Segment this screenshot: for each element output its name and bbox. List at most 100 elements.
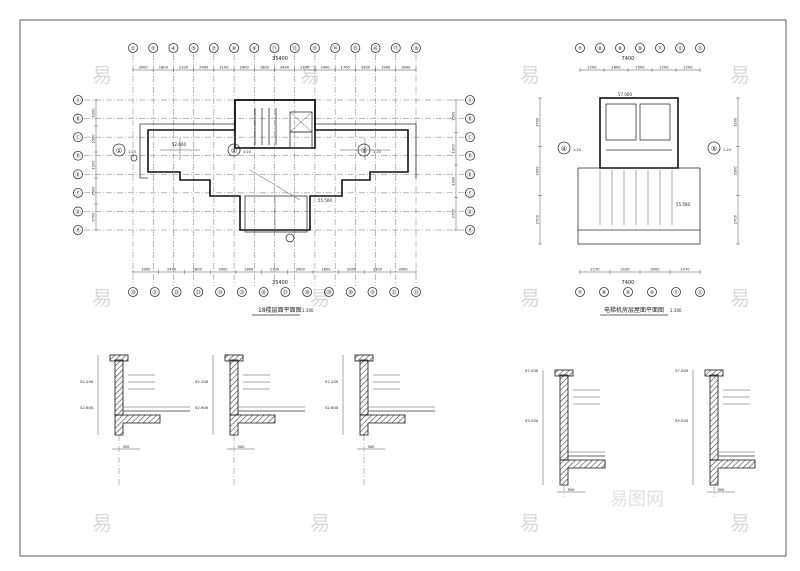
roof-panels [599, 170, 673, 225]
axis-circle [465, 206, 475, 217]
plan2-title: 电梯机房层屋面平面图 [604, 306, 664, 314]
parapet-wall [359, 359, 369, 416]
dimension-text: 2400 [199, 66, 209, 70]
axis-circle [188, 43, 199, 53]
axis-circle [615, 43, 625, 53]
elevation-label: 55.500 [525, 418, 539, 423]
detail-number-bubble [357, 143, 371, 157]
axis-circle [73, 169, 83, 180]
axis-circle [73, 113, 83, 124]
axis-circle [249, 43, 260, 53]
dimension-text: 300 [368, 445, 376, 449]
axis-bubble: ⑦ [575, 287, 585, 297]
dimension-text: 2700 [536, 214, 540, 224]
axis-label: Ⓔ [467, 171, 472, 178]
axis-circle [695, 287, 705, 297]
plan1-elev-room: 55.500 [318, 198, 332, 203]
dimension-text: 1200 [92, 160, 96, 170]
elevation-label: 52.200 [195, 379, 209, 384]
axis-label: ㉙ [326, 289, 331, 296]
dimension-text: 1500 [452, 111, 456, 121]
dimension-text: 1700 [341, 66, 351, 70]
axis-label: ⑪ [272, 45, 277, 52]
axis-bubble: ⑪ [269, 43, 280, 53]
dimension-text: 1800 [321, 268, 331, 272]
dimension-text: 1800 [244, 268, 254, 272]
axis-bubble: ⑫ [695, 287, 705, 297]
dimension-text: 2300 [270, 268, 280, 272]
axis-label: ⑨ [252, 46, 256, 52]
axis-label: ⑲ [130, 289, 135, 296]
plan2-total-bottom: 7400 [622, 280, 635, 286]
axis-circle [280, 287, 291, 297]
dimension-text: 2900 [240, 66, 250, 70]
plan2-total-top: 7400 [622, 56, 635, 62]
watermark-glyph: 易 [92, 286, 112, 310]
axis-bubble: ⑪ [655, 43, 665, 53]
axis-circle [575, 43, 585, 53]
axis-label: Ⓖ [75, 208, 80, 215]
axis-label: ㉘ [305, 289, 310, 296]
axis-label: Ⓐ [75, 97, 80, 104]
brand-watermark: 易图网 [610, 489, 664, 510]
axis-label: Ⓕ [467, 190, 472, 197]
axis-bubble: ⑱ [411, 43, 421, 53]
roof-area [577, 167, 701, 245]
axis-bubble: Ⓓ [465, 150, 475, 161]
axis-bubble: ㉙ [324, 287, 334, 297]
dimension-text: 3400 [280, 66, 290, 70]
axis-bubble: Ⓓ [73, 150, 83, 161]
detail-number: ② [231, 147, 237, 155]
axis-circle [73, 187, 83, 198]
axis-circle [389, 287, 400, 297]
detail-number: ① [116, 147, 122, 155]
elevation-label: 57.000 [675, 368, 689, 373]
axis-bubble: ㉛ [367, 287, 378, 297]
axis-bubble: ⑫ [675, 43, 685, 53]
axis-circle [465, 95, 475, 105]
dimension-text: 2400 [167, 268, 177, 272]
axis-label: ⑫ [292, 45, 297, 52]
axis-bubble: ⑩ [647, 287, 657, 297]
axis-bubble: ㉔ [215, 287, 225, 297]
dimension-text: 3900 [536, 166, 540, 176]
dimension-text: 2700 [92, 212, 96, 222]
coping [109, 354, 129, 362]
plan2-elev-roof: 55.500 [676, 202, 690, 207]
axis-label: ⑰ [393, 45, 398, 52]
watermark-layer: 易 易 易 易 易 易 易 易 易 易 易 易 [92, 63, 750, 535]
dimension-text: 2100 [683, 66, 693, 70]
axis-circle [465, 225, 475, 235]
axis-bubble: ② [148, 43, 159, 53]
axis-circle [236, 287, 247, 297]
axis-label: Ⓖ [467, 208, 472, 215]
roof-slab [229, 414, 276, 436]
axis-circle [289, 43, 300, 53]
dimension-text: 2400 [320, 66, 330, 70]
axis-bubble: ㉓ [193, 287, 204, 297]
axis-label: ㉝ [413, 289, 418, 296]
dimension-text: 1800 [193, 268, 203, 272]
axis-circle [655, 43, 665, 53]
axis-bubble: ⑩ [635, 43, 645, 53]
axis-label: ⑫ [697, 289, 702, 296]
axis-circle [575, 287, 585, 297]
axis-label: ㉔ [218, 289, 223, 296]
watermark-glyph: 易 [520, 511, 540, 535]
roof-outline [147, 99, 409, 231]
dimension-text: 2100 [300, 66, 310, 70]
axis-circle [229, 43, 239, 53]
dimension-text: 2100 [219, 66, 229, 70]
watermark-glyph: 易 [520, 63, 540, 87]
dimension-text: 2100 [659, 66, 669, 70]
elevation-label: 52.600 [195, 405, 209, 410]
axis-circle [367, 287, 378, 297]
elevation-label: 52.600 [80, 405, 94, 410]
